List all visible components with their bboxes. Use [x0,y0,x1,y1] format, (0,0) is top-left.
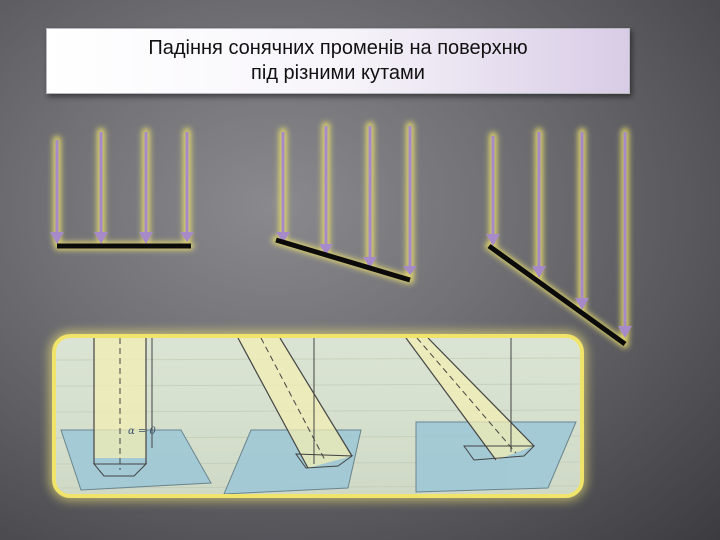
ray-arrowheads-3 [486,234,632,338]
ray-group-steep-angle [485,128,632,348]
rays-2 [281,126,412,268]
arrow-down-icon [363,257,377,268]
arrow-down-icon [403,266,417,275]
arrow-down-icon [575,298,589,310]
sketch-panel-steep [405,338,577,493]
ray-group-slight-angle [272,122,417,284]
ray-glows-3 [485,128,629,348]
ray-arrowheads-2 [276,232,417,275]
arrow-down-icon [180,232,194,242]
rays-1 [55,132,189,232]
ray-arrowheads-1 [50,232,194,244]
arrow-down-icon [276,232,290,243]
arrow-down-icon [532,266,546,278]
arrow-down-icon [319,244,333,255]
arrow-down-icon [618,326,632,338]
arrow-down-icon [50,232,64,244]
slide-title-line-1: Падіння сонячних променів на поверхню [148,37,528,59]
textbook-illustration: α = 0 [52,334,584,498]
rays-3 [491,132,627,326]
arrow-down-icon [139,232,153,244]
angle-label: α = 0 [128,426,156,437]
arrow-down-icon [486,234,500,246]
sketch-panel-vertical: α = 0 [60,338,212,491]
slide-title: Падіння сонячних променів на поверхню пі… [46,28,630,94]
incidence-angle-sketch: α = 0 [56,338,580,494]
surface-line-tilted-slight [275,237,411,283]
ray-group-perpendicular [50,128,194,250]
slide-title-line-2: під різними кутами [251,62,425,84]
sketch-panel-slanted [223,338,362,494]
ray-glows-2 [272,122,414,284]
ray-glows-1 [53,128,194,250]
arrow-down-icon [94,232,108,244]
surface-line-tilted-steep [487,243,627,347]
